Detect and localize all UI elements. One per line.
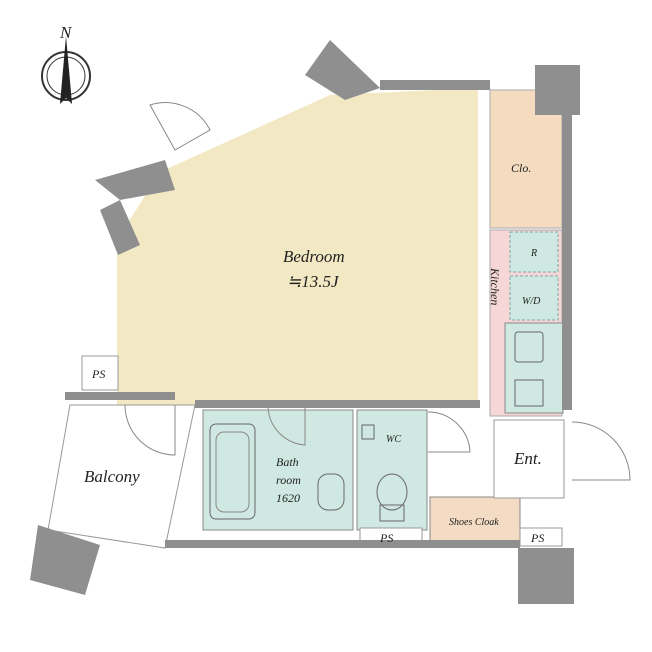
bathroom-label-line1: Bath: [276, 455, 299, 469]
fridge-label: R: [530, 248, 537, 259]
stove-icon: [514, 379, 544, 407]
bathtub-icon: [209, 423, 256, 520]
ps-label-1: PS: [91, 367, 105, 381]
bathroom-door: [267, 407, 306, 446]
shoes-cloak-label: Shoes Cloak: [449, 517, 499, 528]
sink-counter: [504, 322, 564, 414]
bedroom-window-door: [149, 102, 211, 151]
toilet-icon: [376, 473, 408, 511]
balcony-label: Balcony: [84, 467, 140, 486]
wc-door: [427, 411, 471, 453]
compass-north-label: N: [59, 23, 73, 42]
washer-area: [509, 275, 559, 321]
closet-label: Clo.: [511, 161, 531, 175]
bedroom-floor: [117, 88, 478, 405]
sink-icon: [514, 331, 544, 363]
entrance-area: [493, 419, 565, 499]
compass-icon: N: [41, 23, 91, 104]
wc-area: [356, 409, 428, 531]
walls: [30, 40, 580, 604]
ps-label-2: PS: [379, 531, 393, 545]
bedroom-size-label: ≒13.5J: [287, 272, 340, 291]
bathroom-size-label: 1620: [276, 491, 300, 505]
bathroom-label-line2: room: [276, 473, 301, 487]
washbasin-icon: [317, 473, 345, 511]
ps-box-3: [519, 527, 563, 547]
ps-box-1: [81, 355, 119, 391]
washer-label: W/D: [522, 296, 541, 307]
fridge-area: [509, 231, 559, 273]
bedroom-label: Bedroom: [283, 247, 345, 266]
kitchen-label: Kitchen: [488, 267, 502, 305]
ps-label-3: PS: [530, 531, 544, 545]
shoes-cloak-area: [429, 496, 521, 546]
entrance-label: Ent.: [513, 449, 542, 468]
entrance-door[interactable]: [571, 421, 631, 481]
balcony-door: [124, 404, 176, 456]
wc-label: WC: [386, 434, 401, 445]
